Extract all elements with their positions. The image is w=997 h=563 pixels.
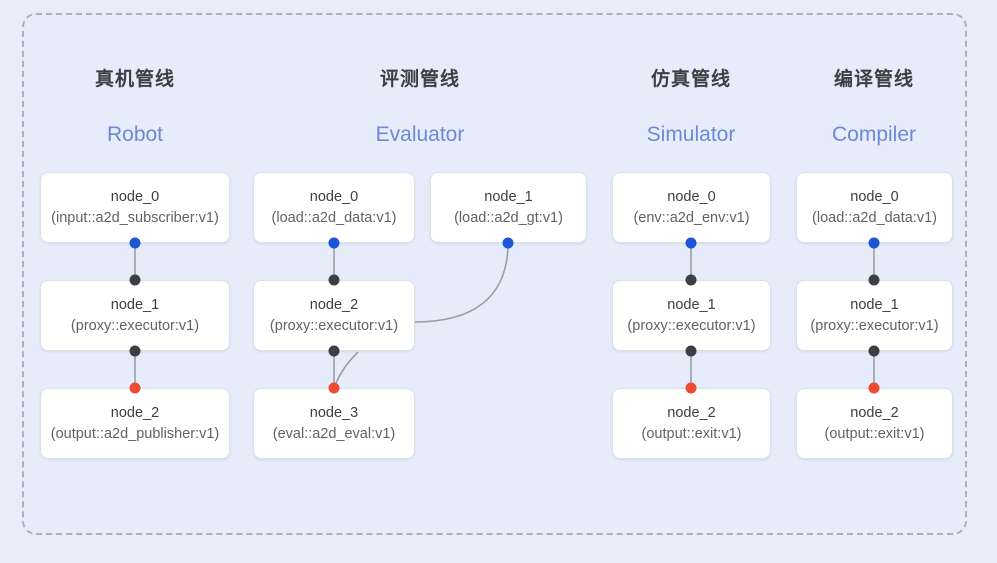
node-name: node_0 [309,188,359,205]
node-card[interactable]: node_2(proxy::executor:v1) [253,280,415,351]
column-subtitle-simulator: Simulator [646,123,736,146]
input-port-dark[interactable] [685,274,697,286]
node-card[interactable]: node_1(proxy::executor:v1) [796,280,953,351]
column-title-compiler: 编译管线 [833,69,914,90]
output-port-blue[interactable] [868,237,880,249]
node-name: node_1 [110,296,160,313]
input-port-dark[interactable] [328,274,340,286]
node-name: node_3 [309,404,359,421]
input-port-red[interactable] [328,382,340,394]
output-port-dark[interactable] [868,345,880,357]
output-port-blue[interactable] [502,237,514,249]
node-name: node_0 [110,188,160,205]
node-type: (output::exit:v1) [824,425,925,442]
node-card[interactable]: node_1(proxy::executor:v1) [40,280,230,351]
node-card[interactable]: node_2(output::exit:v1) [796,388,953,459]
column-title-evaluator: 评测管线 [379,69,460,90]
input-port-red[interactable] [129,382,141,394]
node-name: node_2 [667,404,716,421]
node-name: node_2 [309,296,359,313]
node-name: node_2 [110,404,160,421]
node-type: (eval::a2d_eval:v1) [272,425,396,442]
node-card[interactable]: node_0(input::a2d_subscriber:v1) [40,172,230,243]
input-port-red[interactable] [868,382,880,394]
column-title-robot: 真机管线 [94,69,175,90]
node-type: (load::a2d_data:v1) [271,209,397,226]
node-type: (proxy::executor:v1) [269,317,399,334]
node-type: (proxy::executor:v1) [70,317,200,334]
node-type: (proxy::executor:v1) [627,317,756,334]
column-title-simulator: 仿真管线 [650,69,731,90]
node-type: (env::a2d_env:v1) [633,209,750,226]
node-card[interactable]: node_2(output::exit:v1) [612,388,771,459]
input-port-dark[interactable] [868,274,880,286]
node-name: node_0 [667,188,716,205]
column-subtitle-compiler: Compiler [831,123,917,146]
node-card[interactable]: node_1(proxy::executor:v1) [612,280,771,351]
output-port-dark[interactable] [328,345,340,357]
output-port-dark[interactable] [685,345,697,357]
output-port-blue[interactable] [129,237,141,249]
node-name: node_1 [850,296,899,313]
node-type: (proxy::executor:v1) [810,317,939,334]
node-name: node_1 [484,188,533,205]
node-name: node_0 [850,188,899,205]
column-subtitle-evaluator: Evaluator [375,123,465,146]
node-type: (load::a2d_gt:v1) [454,209,563,226]
input-port-dark[interactable] [129,274,141,286]
node-card[interactable]: node_0(env::a2d_env:v1) [612,172,771,243]
node-card[interactable]: node_0(load::a2d_data:v1) [253,172,415,243]
node-name: node_2 [850,404,899,421]
node-type: (output::a2d_publisher:v1) [50,425,220,442]
input-port-red[interactable] [685,382,697,394]
output-port-blue[interactable] [685,237,697,249]
node-type: (input::a2d_subscriber:v1) [51,209,219,226]
node-card[interactable]: node_0(load::a2d_data:v1) [796,172,953,243]
node-name: node_1 [667,296,716,313]
node-type: (output::exit:v1) [641,425,742,442]
node-type: (load::a2d_data:v1) [812,209,937,226]
node-card[interactable]: node_1(load::a2d_gt:v1) [430,172,587,243]
node-card[interactable]: node_3(eval::a2d_eval:v1) [253,388,415,459]
output-port-blue[interactable] [328,237,340,249]
column-subtitle-robot: Robot [106,123,164,146]
output-port-dark[interactable] [129,345,141,357]
node-card[interactable]: node_2(output::a2d_publisher:v1) [40,388,230,459]
